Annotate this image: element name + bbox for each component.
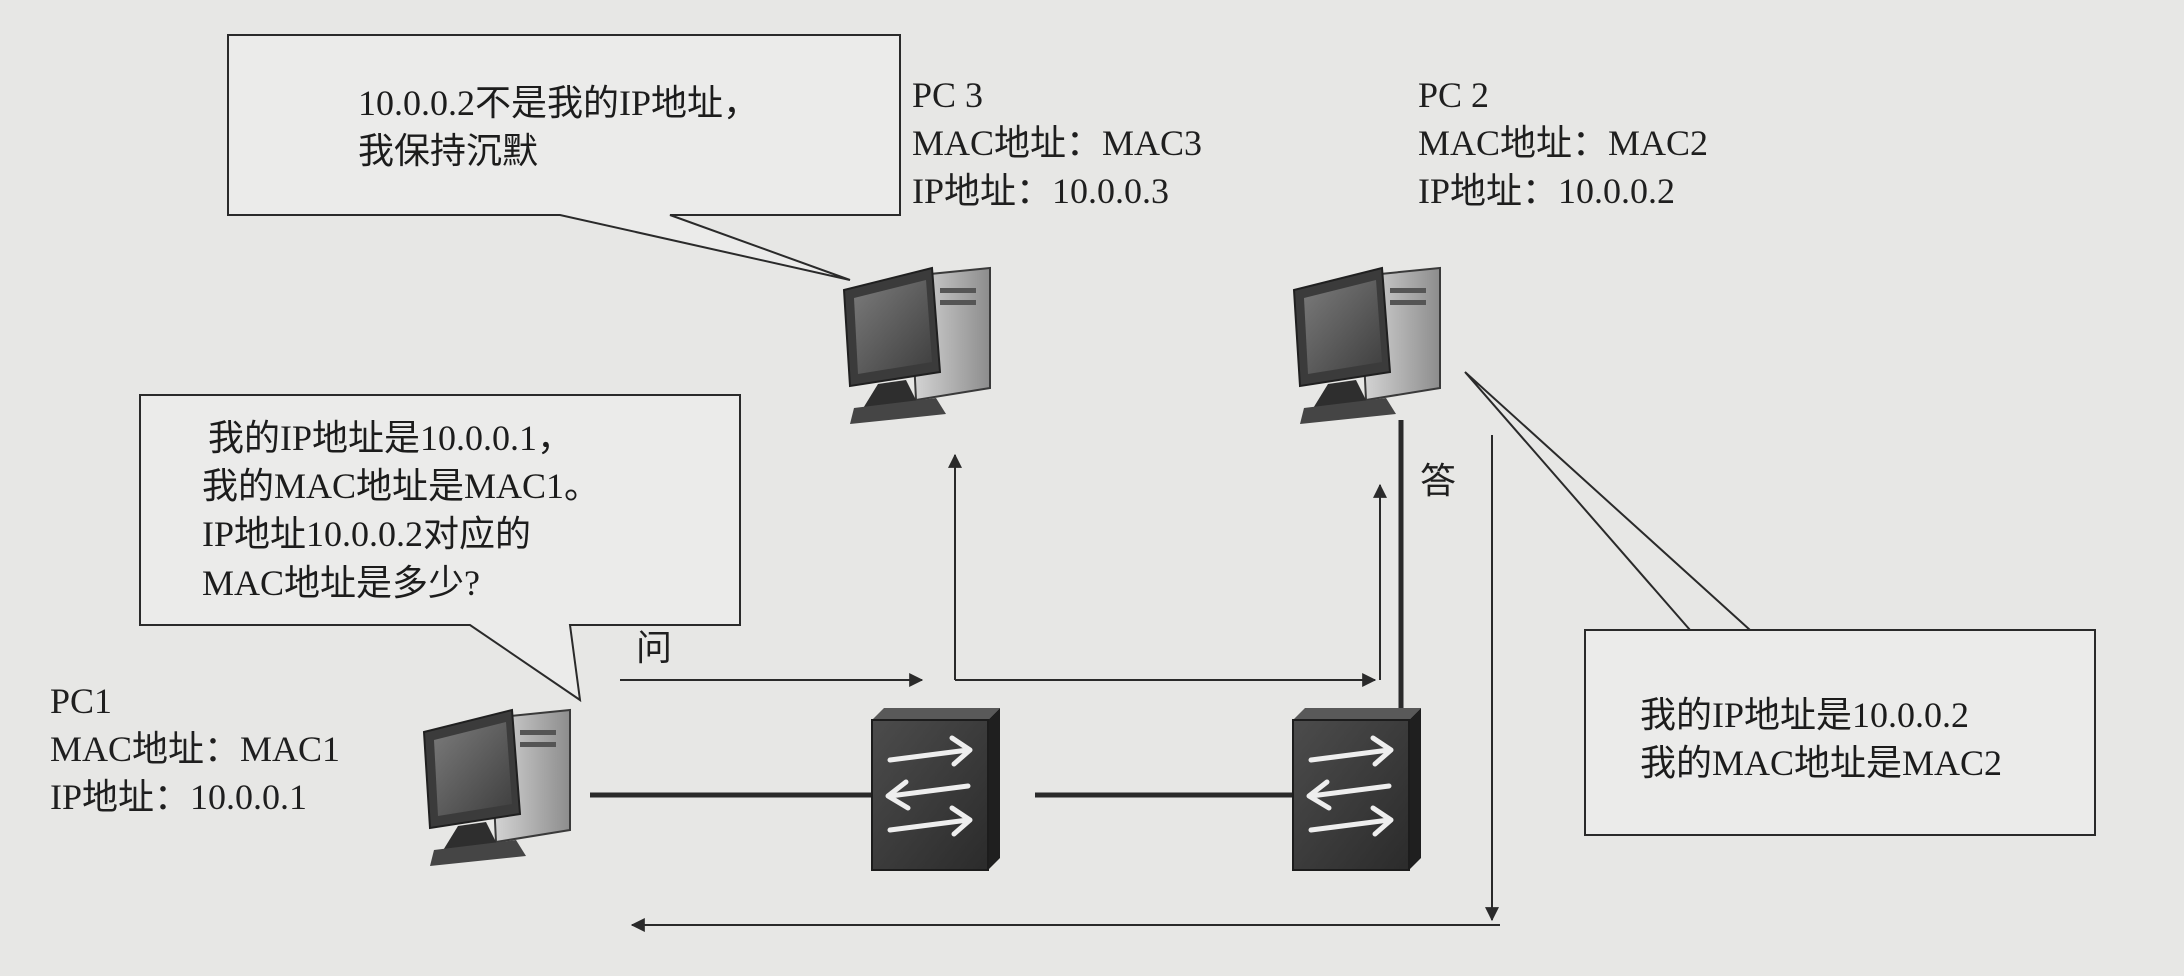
pc1-computer-icon <box>423 709 571 867</box>
pc1-name: PC1 <box>50 681 113 721</box>
callout-frame-pc1 <box>139 394 741 703</box>
callout-pc3-line2: 我保持沉默 <box>358 131 539 171</box>
pc1-mac: MAC地址：MAC1 <box>50 729 341 769</box>
pc2-mac: MAC地址：MAC2 <box>1418 123 1709 163</box>
switch1-icon <box>872 708 1000 870</box>
callout-pc2-line2: 我的MAC地址是MAC2 <box>1640 743 2003 783</box>
pc2-computer-icon <box>1293 267 1441 425</box>
answer-label: 答 <box>1420 461 1457 501</box>
pc1-ip: IP地址：10.0.0.1 <box>50 777 308 817</box>
pc3-name: PC 3 <box>912 75 984 115</box>
callout-pc1-line3: IP地址10.0.0.2对应的 <box>202 514 532 554</box>
callout-pc3-line1: 10.0.0.2不是我的IP地址， <box>358 83 760 123</box>
callout-pc1-line4: MAC地址是多少? <box>202 563 480 603</box>
callout-pc2-line1: 我的IP地址是10.0.0.2 <box>1640 695 1970 735</box>
callout-pc1-line1: 我的IP地址是10.0.0.1， <box>208 418 574 458</box>
callout-pc1-line2: 我的MAC地址是MAC1。 <box>202 466 601 506</box>
ask-label: 问 <box>636 628 673 668</box>
pc2-ip: IP地址：10.0.0.2 <box>1418 171 1676 211</box>
callout-frame-pc3 <box>227 34 901 281</box>
pc3-ip: IP地址：10.0.0.3 <box>912 171 1170 211</box>
pc2-name: PC 2 <box>1418 75 1490 115</box>
pc3-computer-icon <box>843 267 991 425</box>
pc3-mac: MAC地址：MAC3 <box>912 123 1203 163</box>
switch2-icon <box>1293 708 1421 870</box>
callout-frame-pc2 <box>1584 629 2096 836</box>
